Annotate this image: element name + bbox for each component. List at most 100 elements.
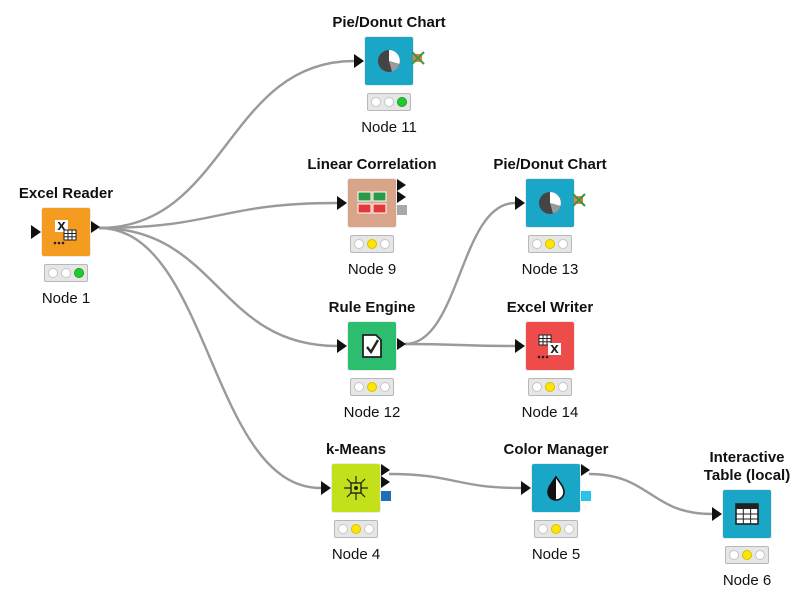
output-port[interactable] [381,476,390,488]
connection-n1-n9[interactable] [98,201,338,230]
status-traffic-light [350,235,394,253]
output-port[interactable] [397,338,406,350]
status-light-red [48,268,58,278]
output-port[interactable] [581,464,590,476]
status-light-yellow [61,268,71,278]
node-icon-box[interactable] [365,37,413,85]
status-light-yellow [545,382,555,392]
node-label[interactable]: Node 11 [361,119,417,136]
node-n5[interactable]: Color Manager Node 5 [503,441,608,563]
status-light-green [558,382,568,392]
input-port[interactable] [515,339,525,353]
node-icon-box[interactable] [723,490,771,538]
status-traffic-light [528,378,572,396]
flow-variable-port[interactable] [397,205,407,215]
connection-n4-n5[interactable] [388,472,522,490]
status-traffic-light [350,378,394,396]
node-label[interactable]: Node 12 [343,404,401,421]
status-traffic-light [334,520,378,538]
node-title: Pie/Donut Chart [332,14,446,31]
status-light-red [729,550,739,560]
rule-engine-icon [357,331,387,361]
node-label[interactable]: Node 14 [521,404,579,421]
node-label[interactable]: Node 4 [331,546,381,563]
output-port[interactable] [397,191,406,203]
node-label[interactable]: Node 1 [41,290,91,307]
node-icon-box[interactable] [348,179,396,227]
node-title: Linear Correlation [307,156,437,173]
status-light-red [371,97,381,107]
correlation-matrix-icon [355,188,389,218]
status-light-yellow [367,239,377,249]
input-port[interactable] [521,481,531,495]
status-light-yellow [551,524,561,534]
status-light-red [338,524,348,534]
node-n9[interactable]: Linear Correlation Node 9 [307,156,436,278]
input-port[interactable] [31,225,41,239]
node-title: Pie/Donut Chart [493,156,607,173]
status-light-yellow [367,382,377,392]
pie-chart-icon [374,46,404,76]
node-title: Rule Engine [328,299,416,316]
input-port[interactable] [337,339,347,353]
svg-text:X: X [57,220,66,233]
connection-n5-n6[interactable] [588,472,713,516]
node-icon-box[interactable] [526,179,574,227]
status-light-red [354,382,364,392]
excel-reader-icon: X [51,217,81,247]
connection-n12-n14[interactable] [404,342,516,348]
status-light-yellow [384,97,394,107]
node-icon-box[interactable]: X [526,322,574,370]
svg-text:X: X [550,343,559,356]
table-icon [732,499,762,529]
status-light-green [397,97,407,107]
status-light-green [755,550,765,560]
node-n13[interactable]: Pie/Donut Chart Node 13 [493,156,606,278]
status-light-green [364,524,374,534]
input-port[interactable] [515,196,525,210]
connection-n1-n4[interactable] [98,226,322,490]
status-light-green [380,239,390,249]
connection-n1-n12[interactable] [98,226,338,348]
input-port[interactable] [321,481,331,495]
output-port[interactable] [381,464,390,476]
node-label[interactable]: Node 13 [521,261,579,278]
node-n14[interactable]: Excel Writer X Node 14 [507,299,593,421]
pmml-model-port[interactable] [381,491,391,501]
connection-n12-n13[interactable] [404,201,516,346]
node-label[interactable]: Node 9 [347,261,397,278]
node-label[interactable]: Node 6 [722,572,772,589]
node-title: k-Means [325,441,387,458]
node-icon-box[interactable] [532,464,580,512]
connection-n1-n11[interactable] [98,59,355,230]
color-model-port[interactable] [581,491,591,501]
status-light-red [538,524,548,534]
input-port[interactable] [354,54,364,68]
node-icon-box[interactable] [348,322,396,370]
status-light-red [354,239,364,249]
node-title: Excel Writer [506,299,594,316]
status-light-red [532,382,542,392]
color-drop-icon [541,473,571,503]
node-title: Color Manager [503,441,609,458]
input-port[interactable] [712,507,722,521]
inactive-view-icon [411,51,425,65]
node-icon-box[interactable]: X [42,208,90,256]
status-light-green [380,382,390,392]
node-n6[interactable]: Interactive Table (local) Node 6 [704,449,790,589]
status-traffic-light [534,520,578,538]
node-n12[interactable]: Rule Engine Node 12 [329,299,416,421]
node-n1[interactable]: Excel Reader X Node 1 [19,185,113,307]
node-label[interactable]: Node 5 [531,546,581,563]
node-n11[interactable]: Pie/Donut Chart Node 11 [332,14,445,136]
output-port[interactable] [397,179,406,191]
output-port[interactable] [91,221,100,233]
node-icon-box[interactable] [332,464,380,512]
status-traffic-light [528,235,572,253]
input-port[interactable] [337,196,347,210]
node-n4[interactable]: k-Means Node 4 [321,441,391,563]
status-light-yellow [742,550,752,560]
status-light-green [558,239,568,249]
